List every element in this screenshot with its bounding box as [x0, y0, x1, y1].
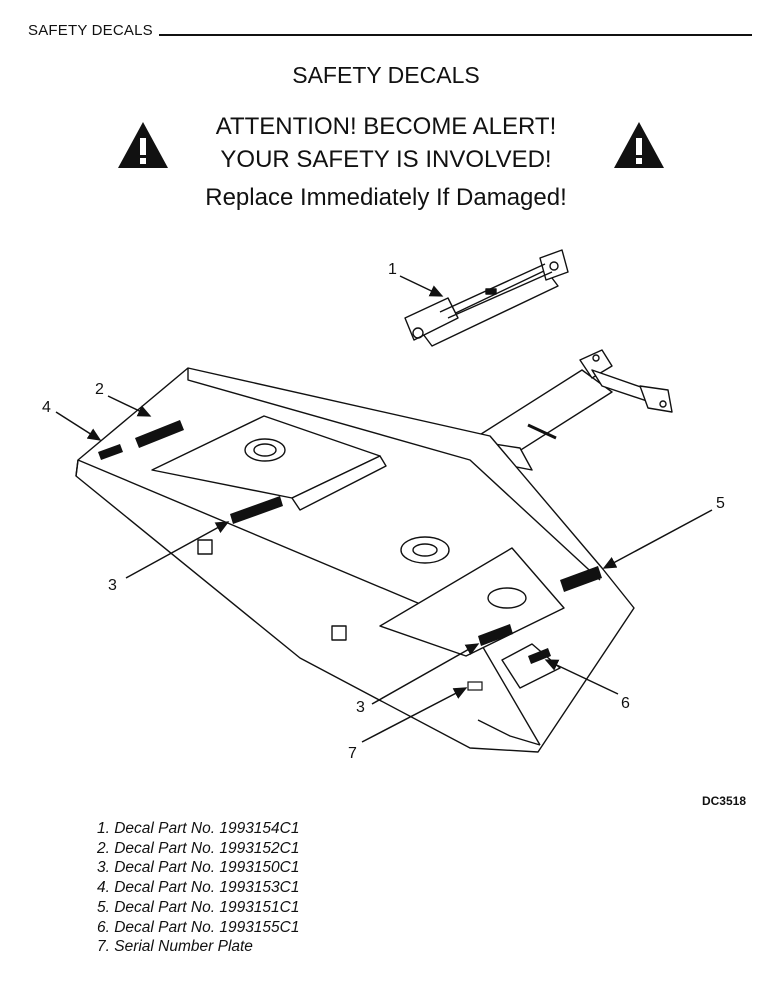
warning-line-2: YOUR SAFETY IS INVOLVED!: [220, 146, 552, 173]
list-item: 3. Decal Part No. 1993150C1: [97, 859, 300, 877]
header-rule: [158, 34, 752, 36]
list-item: 4. Decal Part No. 1993153C1: [97, 879, 300, 897]
callout-6: 6: [621, 695, 630, 712]
page-title: SAFETY DECALS: [292, 62, 480, 88]
list-item: 6. Decal Part No. 1993155C1: [97, 918, 300, 936]
warning-triangle-icon: [118, 122, 168, 168]
header-label: SAFETY DECALS: [28, 22, 153, 39]
callout-3a: 3: [108, 577, 117, 594]
hydraulic-cylinder: [404, 249, 569, 347]
callout-5: 5: [716, 495, 725, 512]
warning-line-1: ATTENTION! BECOME ALERT!: [215, 113, 557, 140]
callout-7: 7: [348, 745, 357, 762]
callout-2: 2: [95, 381, 104, 398]
parts-list: 1. Decal Part No. 1993154C1 2. Decal Par…: [97, 819, 299, 957]
list-item: 1. Decal Part No. 1993154C1: [97, 820, 300, 837]
list-item: 2. Decal Part No. 1993152C1: [97, 839, 300, 857]
decal-location-diagram: 1 2 4 3 5 6 3 7: [42, 249, 725, 762]
list-item: 5. Decal Part No. 1993151C1: [97, 898, 300, 916]
callout-1: 1: [388, 261, 397, 278]
mower-deck: [75, 367, 635, 753]
callout-3b: 3: [356, 699, 365, 716]
page-header: SAFETY DECALS: [28, 22, 752, 39]
drawing-code: DC3518: [701, 794, 746, 808]
list-item: 7. Serial Number Plate: [97, 938, 253, 956]
warning-line-3: Replace Immediately If Damaged!: [205, 184, 567, 211]
callout-4: 4: [42, 399, 51, 416]
warning-triangle-icon: [614, 122, 664, 168]
